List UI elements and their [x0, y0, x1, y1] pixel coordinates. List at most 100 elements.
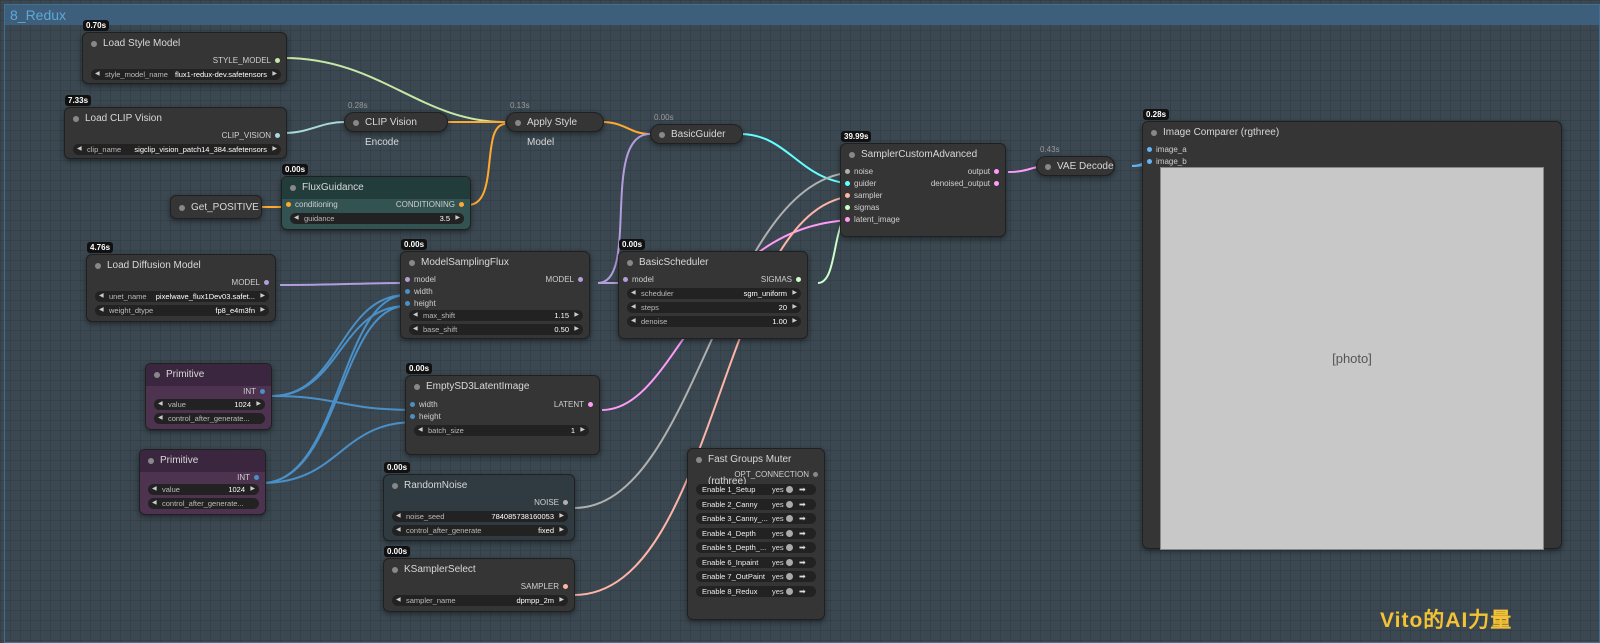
- collapse-dot-icon[interactable]: [409, 260, 415, 266]
- socket-dot-icon[interactable]: [410, 402, 415, 408]
- widget-steps[interactable]: ◀ steps 20 ▶: [627, 302, 801, 313]
- muter-toggle-row[interactable]: Enable 5_Depth_...yes➡: [696, 542, 816, 553]
- navigate-arrow-icon[interactable]: ➡: [799, 572, 806, 581]
- widget-unet-name[interactable]: ◀ unet_name pixelwave_flux1Dev03.safet..…: [95, 291, 269, 302]
- socket-dot-icon[interactable]: [275, 133, 280, 139]
- arrow-right-icon[interactable]: ▶: [260, 293, 265, 299]
- widget-denoise[interactable]: ◀ denoise 1.00 ▶: [627, 316, 801, 327]
- socket-dot-icon[interactable]: [813, 472, 818, 478]
- navigate-arrow-icon[interactable]: ➡: [799, 543, 806, 552]
- arrow-left-icon[interactable]: ◀: [631, 318, 636, 324]
- widget-control-after-generate[interactable]: ◀ control_after_generate fixed ▶: [392, 525, 568, 536]
- navigate-arrow-icon[interactable]: ➡: [799, 528, 806, 538]
- toggle-icon[interactable]: [786, 558, 793, 566]
- widget-value[interactable]: ◀ value 1024 ▶: [148, 484, 259, 495]
- muter-toggle-row[interactable]: Enable 3_Canny_...yes➡: [696, 513, 816, 524]
- arrow-right-icon[interactable]: ▶: [580, 427, 585, 433]
- collapse-dot-icon[interactable]: [95, 263, 101, 269]
- collapse-dot-icon[interactable]: [1045, 164, 1051, 170]
- arrow-right-icon[interactable]: ▶: [792, 290, 797, 296]
- toggle-icon[interactable]: [786, 500, 793, 508]
- arrow-right-icon[interactable]: ▶: [272, 146, 277, 152]
- arrow-left-icon[interactable]: ◀: [396, 527, 401, 533]
- socket-dot-icon[interactable]: [405, 277, 410, 283]
- node-model-sampling-flux[interactable]: 0.00s ModelSamplingFlux model width heig…: [400, 239, 590, 339]
- arrow-left-icon[interactable]: ◀: [152, 486, 157, 492]
- arrow-left-icon[interactable]: ◀: [99, 307, 104, 313]
- arrow-right-icon[interactable]: ▶: [559, 527, 564, 533]
- arrow-left-icon[interactable]: ◀: [413, 312, 418, 318]
- arrow-left-icon[interactable]: ◀: [95, 71, 100, 77]
- node-random-noise[interactable]: 0.00s RandomNoise NOISE ◀ noise_seed 784…: [383, 462, 575, 541]
- arrow-left-icon[interactable]: ◀: [99, 293, 104, 299]
- socket-dot-icon[interactable]: [1147, 147, 1152, 153]
- socket-dot-icon[interactable]: [286, 202, 291, 208]
- node-load-clip-vision[interactable]: 7.33s Load CLIP Vision CLIP_VISION ◀ cli…: [64, 95, 287, 159]
- arrow-right-icon[interactable]: ▶: [250, 486, 255, 492]
- socket-dot-icon[interactable]: [588, 402, 593, 408]
- navigate-arrow-icon[interactable]: ➡: [799, 499, 806, 509]
- node-basic-guider[interactable]: 0.00s BasicGuider: [650, 113, 743, 144]
- node-primitive-1[interactable]: Primitive INT ◀ value 1024 ▶ ◀ control_a…: [145, 363, 272, 430]
- toggle-icon[interactable]: [786, 529, 793, 537]
- node-basic-scheduler[interactable]: 0.00s BasicScheduler model SIGMAS ◀ sche…: [618, 239, 808, 339]
- socket-dot-icon[interactable]: [845, 217, 850, 223]
- socket-dot-icon[interactable]: [410, 414, 415, 420]
- socket-dot-icon[interactable]: [260, 389, 265, 395]
- socket-dot-icon[interactable]: [994, 169, 999, 175]
- arrow-right-icon[interactable]: ▶: [559, 597, 564, 603]
- collapse-dot-icon[interactable]: [392, 567, 398, 573]
- widget-max-shift[interactable]: ◀ max_shift 1.15 ▶: [409, 310, 583, 321]
- socket-dot-icon[interactable]: [845, 205, 850, 211]
- socket-dot-icon[interactable]: [994, 181, 999, 187]
- node-load-style-model[interactable]: 0.70s Load Style Model STYLE_MODEL ◀ sty…: [82, 20, 287, 84]
- socket-dot-icon[interactable]: [796, 277, 801, 283]
- collapse-dot-icon[interactable]: [627, 260, 633, 266]
- socket-dot-icon[interactable]: [563, 584, 568, 590]
- socket-dot-icon[interactable]: [845, 193, 850, 199]
- node-load-diffusion-model[interactable]: 4.76s Load Diffusion Model MODEL ◀ unet_…: [86, 242, 276, 322]
- group-header[interactable]: 8_Redux: [5, 5, 1599, 25]
- socket-dot-icon[interactable]: [563, 500, 568, 506]
- widget-clip-name[interactable]: ◀ clip_name sigclip_vision_patch14_384.s…: [73, 144, 281, 155]
- collapse-dot-icon[interactable]: [414, 384, 420, 390]
- arrow-left-icon[interactable]: ◀: [158, 415, 163, 421]
- collapse-dot-icon[interactable]: [353, 120, 359, 126]
- collapse-dot-icon[interactable]: [849, 152, 855, 158]
- collapse-dot-icon[interactable]: [1151, 130, 1157, 136]
- node-get-positive[interactable]: Get_POSITIVE: [170, 195, 262, 219]
- toggle-icon[interactable]: [786, 587, 793, 595]
- arrow-left-icon[interactable]: ◀: [396, 597, 401, 603]
- node-sampler-custom-advanced[interactable]: 39.99s SamplerCustomAdvanced noise guide…: [840, 131, 1006, 237]
- arrow-right-icon[interactable]: ▶: [260, 307, 265, 313]
- widget-noise-seed[interactable]: ◀ noise_seed 784085738160053 ▶: [392, 511, 568, 522]
- socket-dot-icon[interactable]: [405, 289, 410, 295]
- arrow-right-icon[interactable]: ▶: [455, 215, 460, 221]
- socket-dot-icon[interactable]: [405, 301, 410, 307]
- widget-control-after-generate[interactable]: ◀ control_after_generate...: [148, 498, 259, 509]
- widget-value[interactable]: ◀ value 1024 ▶: [154, 399, 265, 410]
- arrow-right-icon[interactable]: ▶: [792, 318, 797, 324]
- toggle-icon[interactable]: [786, 486, 793, 493]
- node-empty-sd3-latent-image[interactable]: 0.00s EmptySD3LatentImage width height L…: [405, 363, 600, 455]
- socket-dot-icon[interactable]: [264, 280, 269, 286]
- collapse-dot-icon[interactable]: [659, 132, 665, 138]
- arrow-left-icon[interactable]: ◀: [294, 215, 299, 221]
- arrow-left-icon[interactable]: ◀: [631, 290, 636, 296]
- arrow-right-icon[interactable]: ▶: [574, 326, 579, 332]
- arrow-right-icon[interactable]: ▶: [256, 401, 261, 407]
- collapse-dot-icon[interactable]: [290, 185, 296, 191]
- arrow-left-icon[interactable]: ◀: [413, 326, 418, 332]
- collapse-dot-icon[interactable]: [73, 116, 79, 122]
- widget-base-shift[interactable]: ◀ base_shift 0.50 ▶: [409, 324, 583, 335]
- node-ksampler-select[interactable]: 0.00s KSamplerSelect SAMPLER ◀ sampler_n…: [383, 546, 575, 612]
- node-clip-vision-encode[interactable]: 0.28s CLIP Vision Encode: [344, 101, 448, 148]
- socket-dot-icon[interactable]: [459, 202, 464, 208]
- navigate-arrow-icon[interactable]: ➡: [799, 586, 806, 596]
- socket-dot-icon[interactable]: [623, 277, 628, 283]
- collapse-dot-icon[interactable]: [148, 458, 154, 464]
- widget-scheduler[interactable]: ◀ scheduler sgm_uniform ▶: [627, 288, 801, 299]
